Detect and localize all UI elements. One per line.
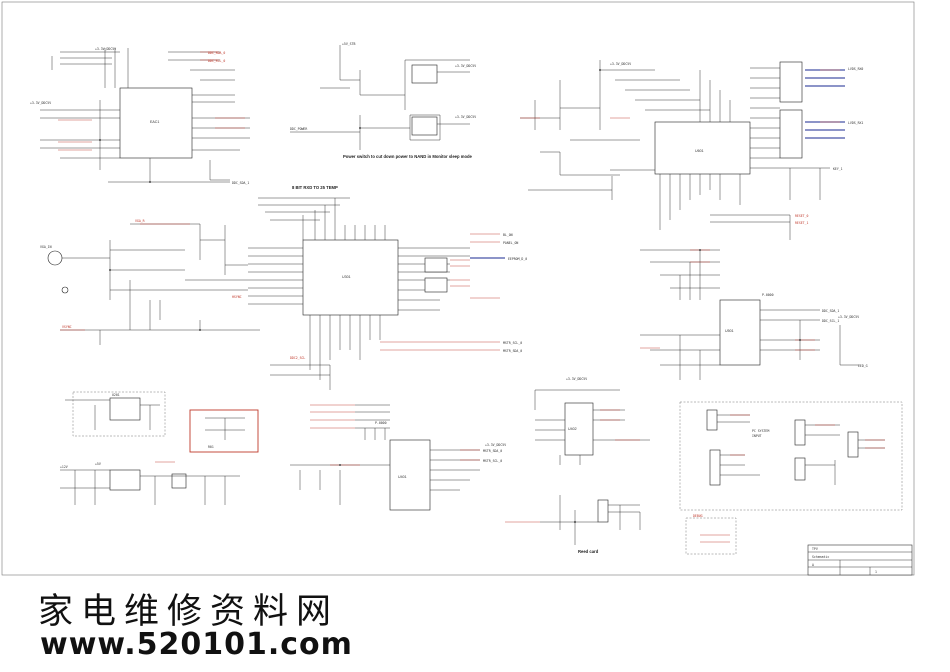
block-reed-card: Reed card (505, 495, 641, 554)
svg-text:TPV: TPV (812, 547, 818, 551)
block-power-bottom: +12V +5V (60, 461, 240, 505)
block-regulator-left: U201 (65, 391, 166, 437)
block-connectors: PC SYSTEM INPUT DEBUG (679, 401, 903, 555)
block-power-switch: +5V_STB +3.3V_DDC5V +3.3V_DDC5V DDC_POWE… (290, 42, 476, 159)
watermark-url: www.520101.com (40, 627, 353, 662)
svg-text:BL_ON: BL_ON (503, 233, 513, 237)
block-red-detail: R01 (189, 409, 259, 453)
svg-text:+3.3V_DDC5V: +3.3V_DDC5V (566, 377, 587, 381)
svg-text:+5V: +5V (95, 462, 101, 466)
svg-text:U601: U601 (695, 149, 704, 153)
svg-text:DDC_SDA_1: DDC_SDA_1 (232, 181, 249, 185)
svg-text:INPUT: INPUT (752, 434, 762, 438)
svg-text:+12V: +12V (60, 465, 68, 469)
svg-text:U501: U501 (725, 329, 734, 333)
svg-text:HSYNC: HSYNC (232, 295, 242, 299)
svg-text:DDC_POWER: DDC_POWER (290, 127, 307, 131)
svg-text:EEPROM_D_0: EEPROM_D_0 (508, 257, 527, 261)
svg-text:VGA_IN: VGA_IN (40, 245, 52, 249)
svg-text:MSTR_SDA_0: MSTR_SDA_0 (503, 349, 522, 353)
svg-text:P-0000: P-0000 (762, 293, 774, 297)
svg-text:R01: R01 (208, 445, 214, 449)
svg-text:+5V_STB: +5V_STB (342, 42, 356, 46)
svg-text:+3.3V_DDC5V: +3.3V_DDC5V (455, 64, 476, 68)
svg-text:+3.3V_DDC5V: +3.3V_DDC5V (838, 315, 859, 319)
svg-text:RESET_1: RESET_1 (795, 221, 809, 225)
svg-text:DEBUG: DEBUG (693, 514, 703, 518)
svg-text:KEY_1: KEY_1 (833, 167, 843, 171)
svg-text:RESET_0: RESET_0 (795, 214, 809, 218)
svg-text:+3.3V_DDC5V: +3.3V_DDC5V (30, 101, 51, 105)
block-u601: U601 LVDS_RX0 LVDS_RX1 KEY_1 RESET_0 RES… (520, 60, 863, 240)
svg-text:DDC_SCL_1: DDC_SCL_1 (822, 319, 839, 323)
svg-text:U301: U301 (342, 275, 351, 279)
svg-text:Power switch to cut down power: Power switch to cut down power to NAND i… (343, 154, 473, 159)
block-u301: U301 8 BIT RXD TO 25 TEMP EEPROM_D_0 BL_… (248, 185, 527, 390)
svg-text:+3.3V_DDC5V: +3.3V_DDC5V (95, 47, 116, 51)
svg-text:MSTR_SCL_0: MSTR_SCL_0 (503, 341, 522, 345)
block-vga-input: VGA_IN VGA_R HSYNC VSYNC (40, 219, 260, 345)
svg-text:Reed card: Reed card (578, 549, 599, 554)
svg-text:U402: U402 (568, 427, 577, 431)
svg-text:PC SYSTEM: PC SYSTEM (752, 429, 769, 433)
svg-text:MSTR_SCL_0: MSTR_SCL_0 (483, 459, 502, 463)
svg-text:PANEL_ON: PANEL_ON (503, 241, 518, 245)
title-block: TPV Schematic A 1 (807, 544, 913, 576)
block-u402: U402 +3.3V_DDC5V (534, 377, 650, 465)
svg-text:+3.3V_DDC5V: +3.3V_DDC5V (455, 115, 476, 119)
svg-text:DDC_SDA_1: DDC_SDA_1 (822, 309, 839, 313)
svg-text:DDC_SCL_0: DDC_SCL_0 (208, 59, 225, 63)
svg-text:U401: U401 (398, 475, 407, 479)
svg-text:8 BIT RXD TO 25 TEMP: 8 BIT RXD TO 25 TEMP (292, 185, 338, 190)
svg-text:LVDS_RX1: LVDS_RX1 (848, 121, 863, 125)
svg-text:VSYNC: VSYNC (62, 325, 72, 329)
svg-text:+3.3V_DDC5V: +3.3V_DDC5V (485, 443, 506, 447)
svg-text:P-0000: P-0000 (375, 421, 387, 425)
svg-text:MSTR_SDA_0: MSTR_SDA_0 (483, 449, 502, 453)
svg-text:LVDS_RX0: LVDS_RX0 (848, 67, 863, 71)
watermark-chinese: 家电维修资料网 (38, 592, 340, 632)
junction-dots (99, 69, 801, 523)
block-u501: U501 P-0000 DDC_SDA_1 DDC_SCL_1 LED_G +3… (640, 249, 868, 380)
svg-text:DDC2_SCL: DDC2_SCL (290, 356, 305, 360)
svg-text:1: 1 (875, 570, 877, 574)
block-u401: U401 MSTR_SDA_0 MSTR_SCL_0 +3.3V_DDC5V P… (290, 404, 506, 511)
svg-text:DDC_SDA_0: DDC_SDA_0 (208, 51, 225, 55)
svg-text:+3.3V_DDC5V: +3.3V_DDC5V (610, 62, 631, 66)
svg-text:U201: U201 (112, 393, 120, 397)
svg-text:EAC1: EAC1 (150, 120, 159, 124)
svg-text:VGA_R: VGA_R (135, 219, 145, 223)
block-eac1: EAC1 +3.3V_DDC5V DDC_SDA_0 DDC_SCL_0 DDC… (30, 47, 250, 185)
svg-text:LED_G: LED_G (858, 364, 868, 368)
svg-text:A: A (812, 563, 814, 567)
svg-text:Schematic: Schematic (812, 555, 829, 559)
